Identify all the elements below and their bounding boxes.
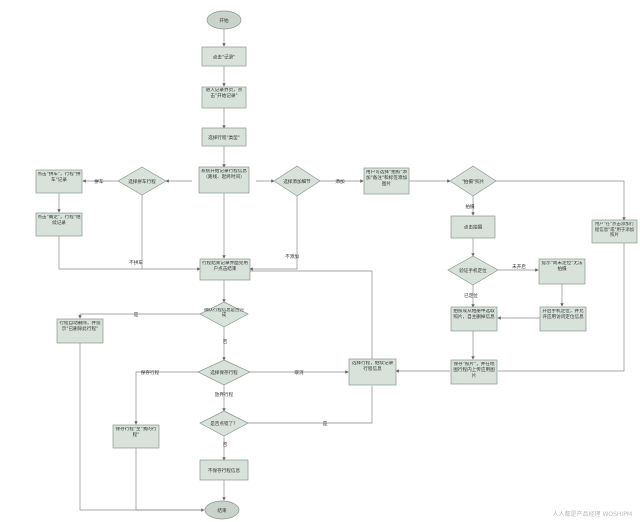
edge-label-yes-delete: 是 [134, 312, 139, 318]
save-photo-label: 保存"照片"，并在地图行程内上传应用图片 [453, 362, 495, 379]
take-photo-label: 点击拍摄 [464, 224, 483, 231]
select-save-decision: 选择保存行程 [197, 359, 251, 386]
edge-photo-to-right [496, 180, 626, 221]
edge-labels: 拼车 不拼车 添加 不添加 拍摄 未开启 已定位 是 否 保存行程 取消 放弃行… [94, 178, 526, 448]
system-record-node: 系统开始记录行程信息（路线、起终时间） [198, 166, 250, 194]
edge-save-trip [134, 371, 200, 425]
start-node: 开始 [206, 10, 242, 30]
system-record-label: 系统开始记录行程信息（路线、起终时间） [201, 169, 247, 180]
carpool-decision-label: 选择拼车行程 [128, 178, 156, 185]
user-choose-label: 用户可选择"拍照"添加"备注"和标签添加图片 [366, 170, 407, 187]
end-record-label: 行程结束记录界面完用户点击结束 [202, 261, 248, 272]
select-trip-type-node: 选择行程"类型" [201, 127, 247, 147]
start-label: 开始 [219, 17, 229, 24]
confirm-trip-label: 确认行程信息是否完成 [204, 308, 244, 319]
edge-confirm-yes [78, 313, 200, 319]
photo-upload-node: 拍照或从相册中选取照片，自主删掉信息 [450, 306, 498, 332]
click-record-node: 点击"记录" [201, 46, 247, 67]
no-save-node: 不保存行程信息 [199, 459, 249, 481]
edge-label-not-carpool: 不拼车 [129, 259, 143, 266]
flow-nodes: 开始 点击"记录" 进入记录界页，点击"开始记录" 选择行程"类型" 系统开始记… [35, 10, 638, 520]
continue-node: 选择行程，继续记录行程信息 [348, 358, 397, 386]
edge-label-not-enabled: 未开启 [512, 263, 526, 270]
click-record-label: 点击"记录" [213, 54, 236, 61]
prompt-location-node: 提示"尚未定位"无法拍摄 [538, 258, 586, 285]
location-verify-label: 验证手机定位 [459, 267, 487, 274]
start-ellipse [206, 10, 242, 30]
trip-delete-label: 行程自动删除，并提示"已删除此行程" [59, 321, 101, 332]
edge-drop-yes [248, 386, 373, 424]
open-location-node: 开启手机定位，并允许应用访问定位信息 [539, 306, 587, 332]
save-photo-node: 保存"照片"，并在地图行程内上传应用图片 [450, 359, 498, 385]
click-confirm-node: 点击"确定"，行程"继续记录 [35, 212, 83, 237]
click-carpool-label: 点击"拼车"，行程"拼车"记录 [37, 172, 81, 183]
take-photo-node: 点击拍摄 [450, 215, 496, 239]
connector-lines [57, 29, 626, 512]
enter-record-label: 进入记录界页，点击"开始记录" [205, 88, 243, 99]
edge-label-cancel: 取消 [294, 369, 304, 376]
no-save-label: 不保存行程信息 [208, 467, 241, 474]
edge-label-give-up: 放弃行程 [215, 391, 234, 398]
drop-confirm-label: 是否点错了？ [210, 420, 238, 427]
add-detail-label: 选择添加细节 [283, 178, 311, 185]
edge-label-not-add: 不添加 [285, 253, 299, 260]
manual-save-label: 保存行程"至"我的行程" [115, 427, 157, 438]
end-node: 结束 [204, 500, 240, 520]
edge-label-carpool: 拼车 [94, 178, 104, 185]
open-location-label: 开启手机定位，并允许应用访问定位信息 [542, 309, 584, 320]
edge-label-no-drop: 否 [223, 442, 228, 448]
edge-add-no [249, 196, 298, 271]
photo-upload-label: 拍照或从相册中选取照片，自主删掉信息 [453, 309, 495, 320]
photo-decision: "拍摄"照片 [449, 165, 497, 197]
edge-label-yes-drop: 是 [323, 421, 328, 427]
end-label: 结束 [217, 507, 227, 514]
user-add-node: 用户"在"点击添加行程信息"或"用于添加照片 [591, 219, 638, 244]
confirm-trip-decision: 确认行程信息是否完成 [199, 301, 249, 328]
edge-label-located: 已定位 [464, 292, 478, 299]
select-trip-type-label: 选择行程"类型" [208, 134, 240, 141]
edge-label-save-trip: 保存行程 [141, 369, 160, 376]
click-carpool-node: 点击"拼车"，行程"拼车"记录 [35, 169, 83, 194]
continue-label: 选择行程，继续记录行程信息 [351, 361, 394, 372]
user-add-label: 用户"在"点击添加行程信息"或"用于添加照片 [594, 222, 635, 239]
edge-right-to-save [498, 243, 625, 372]
edge-label-add: 添加 [335, 178, 345, 185]
edge-continue-to-end-record [250, 270, 373, 359]
prompt-location-label: 提示"尚未定位"无法拍摄 [541, 261, 583, 272]
drop-confirm-decision: 是否点错了？ [199, 410, 249, 437]
edge-label-shoot: 拍摄 [465, 203, 475, 210]
end-record-node: 行程结束记录界面完用户点击结束 [199, 258, 251, 281]
edge-confirm-to-end-record [58, 236, 201, 271]
enter-record-node: 进入记录界页，点击"开始记录" [201, 86, 247, 109]
edge-label-no-confirm: 否 [223, 339, 228, 345]
trip-delete-node: 行程自动删除，并提示"已删除此行程" [56, 318, 104, 344]
photo-decision-label: "拍摄"照片 [462, 178, 485, 185]
edge-manual-to-end [135, 448, 204, 511]
manual-save-node: 保存行程"至"我的行程" [112, 424, 160, 449]
location-verify-decision: 验证手机定位 [447, 255, 499, 286]
add-detail-decision: 选择添加细节 [273, 165, 321, 197]
user-choose-node: 用户可选择"拍照"添加"备注"和标签添加图片 [363, 167, 410, 195]
click-confirm-label: 点击"确定"，行程"继续记录 [37, 215, 81, 226]
select-save-label: 选择保存行程 [210, 369, 238, 376]
carpool-decision: 选择拼车行程 [117, 166, 167, 196]
watermark: 人人都是产品经理 WOSHIPM [553, 510, 632, 518]
